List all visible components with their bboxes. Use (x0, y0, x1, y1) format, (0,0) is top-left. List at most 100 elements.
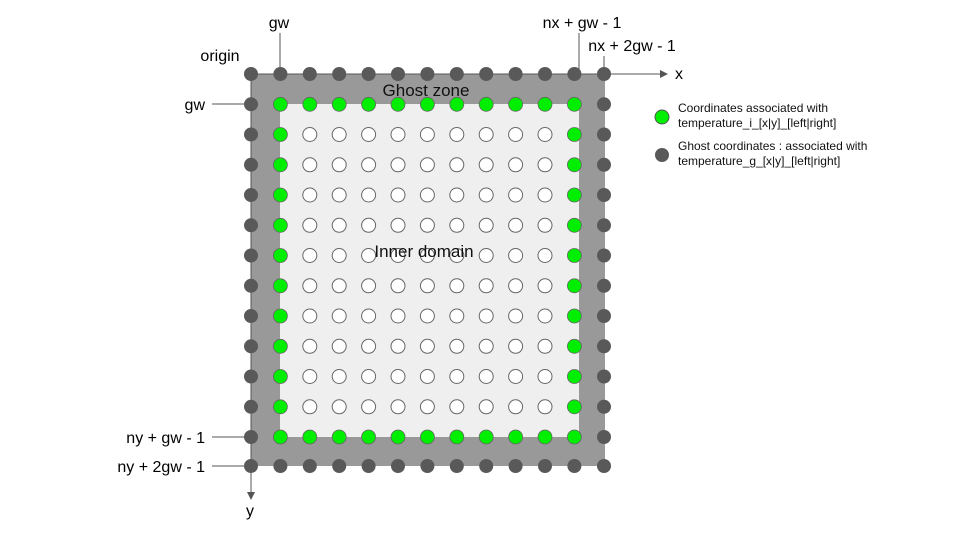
inner-boundary-point (567, 96, 582, 112)
interior-point (302, 248, 318, 263)
nx-gw-label: nx + gw - 1 (543, 15, 622, 32)
ghost-point (597, 278, 611, 293)
interior-point (449, 278, 465, 294)
inner-boundary-point (302, 429, 318, 445)
interior-point (361, 369, 377, 384)
interior-point (478, 187, 494, 203)
inner-boundary-point (331, 429, 347, 445)
interior-point (508, 187, 524, 203)
interior-point (361, 399, 377, 415)
ghost-point (244, 188, 258, 202)
ghost-point (597, 369, 611, 384)
inner-boundary-point (567, 248, 582, 263)
interior-point (537, 217, 553, 233)
ghost-point (597, 218, 611, 233)
interior-point (361, 248, 377, 263)
gw-top-label: gw (269, 15, 290, 32)
interior-point (508, 157, 524, 173)
interior-point (537, 248, 553, 263)
interior-point (537, 369, 553, 384)
ghost-point (302, 67, 317, 81)
ghost-point (244, 369, 258, 384)
interior-point (419, 369, 435, 384)
ghost-point (391, 459, 405, 473)
interior-point (478, 399, 494, 415)
interior-point (537, 278, 553, 294)
interior-point (537, 338, 553, 354)
ghost-point (244, 430, 258, 444)
inner-boundary-point (361, 96, 377, 112)
inner-boundary-point (390, 429, 406, 445)
inner-boundary-point (272, 157, 288, 173)
interior-point (478, 308, 494, 324)
ghost-point (449, 67, 464, 81)
interior-point (537, 157, 553, 173)
ghost-point (538, 459, 552, 473)
inner-domain-area (280, 104, 579, 437)
inner-boundary-point (272, 429, 288, 445)
ghost-point (273, 459, 288, 473)
inner-boundary-point (272, 217, 288, 233)
inner-boundary-point (419, 96, 435, 112)
interior-point (331, 369, 347, 384)
ghost-point (420, 459, 435, 473)
origin-label: origin (200, 48, 239, 65)
inner-boundary-point (567, 187, 582, 203)
ghost-point (597, 309, 611, 323)
interior-point (508, 338, 524, 354)
interior-point (331, 399, 347, 415)
legend-ghost-line1: Ghost coordinates : associated with (678, 139, 867, 153)
interior-point (361, 127, 377, 142)
ghost-point (597, 430, 611, 444)
inner-boundary-point (302, 96, 318, 112)
ghost-point (597, 399, 611, 414)
inner-boundary-point (567, 429, 582, 445)
interior-point (419, 308, 435, 324)
interior-point (302, 308, 318, 324)
interior-point (361, 187, 377, 203)
ghost-point (597, 67, 611, 81)
interior-point (302, 157, 318, 173)
interior-point (508, 308, 524, 324)
interior-point (537, 127, 553, 142)
interior-point (449, 187, 465, 203)
interior-point (478, 248, 494, 263)
inner-boundary-point (567, 157, 582, 173)
interior-point (419, 217, 435, 233)
interior-point (478, 217, 494, 233)
interior-point (390, 157, 406, 173)
inner-boundary-point (567, 369, 582, 384)
ghost-zone-label: Ghost zone (383, 81, 470, 100)
interior-point (449, 157, 465, 173)
interior-point (390, 338, 406, 354)
interior-point (390, 308, 406, 324)
inner-boundary-point (567, 308, 582, 324)
legend: Coordinates associated with temperature_… (654, 101, 867, 168)
interior-point (390, 278, 406, 294)
ghost-point (479, 67, 494, 81)
y-axis-label: y (246, 503, 254, 520)
inner-boundary-point (567, 399, 582, 415)
interior-point (478, 369, 494, 384)
x-axis-label: x (675, 66, 683, 83)
inner-domain-label: Inner domain (374, 242, 473, 261)
inner-boundary-point (478, 96, 494, 112)
interior-point (508, 248, 524, 263)
interior-point (390, 399, 406, 415)
nx-2gw-label: nx + 2gw - 1 (588, 38, 676, 55)
ghost-point (244, 339, 258, 354)
ghost-point (361, 459, 376, 473)
ghost-point (597, 188, 611, 202)
ghost-point (244, 459, 258, 473)
inner-boundary-point (361, 429, 377, 445)
interior-point (302, 369, 318, 384)
ghost-point (244, 309, 258, 323)
interior-point (449, 308, 465, 324)
gw-left-label: gw (185, 97, 206, 114)
inner-boundary-point (537, 96, 553, 112)
ghost-point (273, 67, 288, 81)
interior-point (449, 248, 465, 263)
interior-point (390, 217, 406, 233)
inner-boundary-point (272, 369, 288, 384)
